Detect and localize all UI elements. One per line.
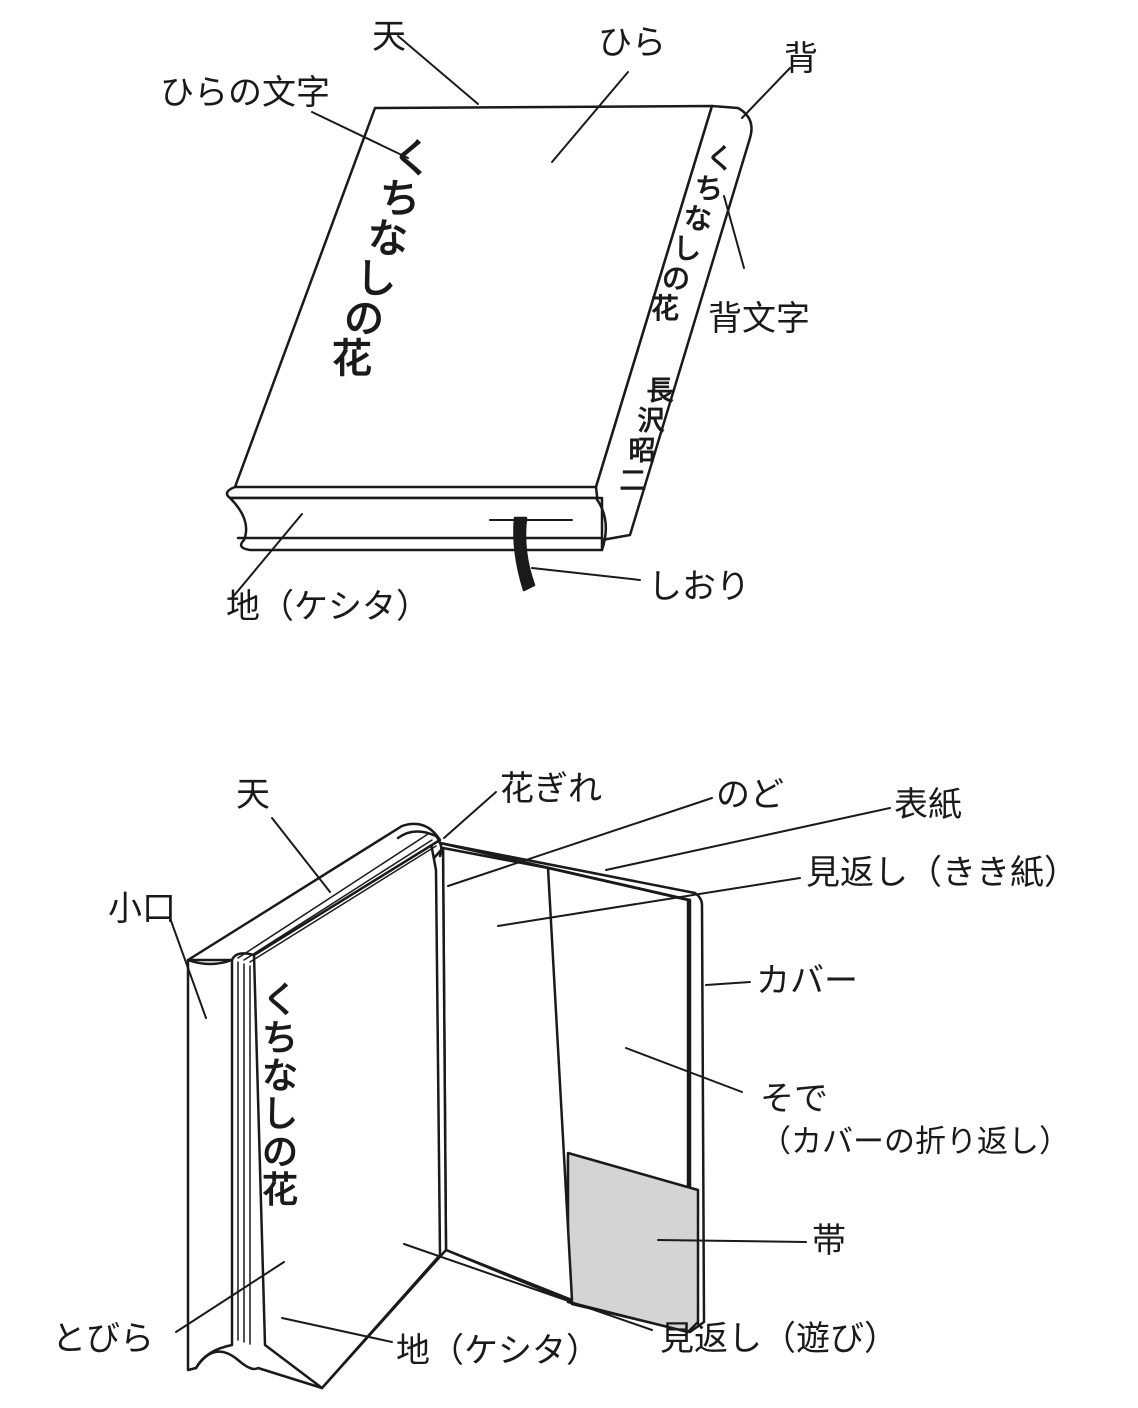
bottom-tobira-title-char: の — [262, 1131, 298, 1173]
spine — [594, 104, 753, 542]
top-spine-title-char: く — [706, 142, 734, 175]
bottom-edge — [228, 496, 604, 552]
label-ten-top: 天 — [372, 17, 406, 57]
bottom-spine-curl — [594, 496, 608, 552]
label-ji-bottom: 地（ケシタ） — [396, 1331, 600, 1371]
top-spine-author-char: 二 — [620, 466, 647, 497]
fore-edge — [186, 958, 234, 1372]
bottom-tobira-title-char: 花 — [262, 1169, 298, 1211]
top-spine-author-char: 長 — [647, 376, 675, 407]
label-shiori: しおり — [648, 567, 750, 607]
flyleaf-bottom — [444, 1248, 574, 1304]
top-spine-author: 長沢昭二 — [620, 376, 675, 497]
top-cover-title-char: く — [392, 135, 432, 182]
label-obi: 帯 — [812, 1221, 846, 1261]
top-spine-title-char: ち — [695, 172, 723, 205]
top-spine-title-char: な — [684, 202, 712, 235]
label-se-moji: 背文字 — [708, 299, 810, 339]
label-tobira: とびら — [52, 1319, 154, 1359]
label-sode: そで — [760, 1079, 828, 1119]
top-spine-author-char: 沢 — [638, 406, 666, 437]
label-hira: ひら — [598, 23, 666, 63]
top-cover-title: くちなしの花 — [332, 135, 432, 382]
bottom-tobira-title: くちなしの花 — [262, 979, 298, 1211]
headband — [396, 830, 443, 858]
top-cover-title-char: な — [368, 215, 408, 262]
bottom-tobira-title-char: く — [262, 979, 298, 1021]
bottom-leader-lines — [169, 791, 891, 1343]
top-cover-title-char: 花 — [332, 335, 372, 382]
label-hyoushi: 表紙 — [894, 785, 962, 825]
top-edge-page-3 — [249, 845, 437, 963]
top-edge-page-2 — [243, 839, 433, 961]
top-spine-title: くちなしの花 — [651, 142, 734, 325]
label-hira-moji: ひらの文字 — [160, 73, 330, 113]
top-spine-title-char: し — [673, 232, 701, 265]
label-ten-bottom: 天 — [236, 775, 270, 815]
top-edge-page-1 — [237, 833, 429, 959]
open-book — [186, 822, 706, 1390]
label-hanagire: 花ぎれ — [500, 769, 602, 809]
label-mikaeshi-asobi: 見返し（遊び） — [660, 1319, 898, 1359]
label-sode-note: （カバーの折り返し） — [760, 1124, 1070, 1160]
bottom-curl — [194, 1350, 324, 1390]
closed-book — [225, 104, 753, 592]
top-leader-lines — [231, 35, 791, 599]
top-cover-title-char: の — [344, 295, 384, 342]
label-se: 背 — [784, 39, 818, 79]
label-nodo: のど — [716, 775, 784, 815]
label-koguchi: 小口 — [108, 889, 176, 929]
bottom-tobira-title-char: な — [262, 1055, 298, 1097]
label-cover: カバー — [756, 961, 858, 1001]
top-cover-title-char: し — [356, 255, 396, 302]
bookmark-ribbon — [513, 516, 536, 592]
bottom-tobira-title-char: ち — [262, 1017, 298, 1059]
top-cover-title-char: ち — [380, 175, 420, 222]
top-spine-author-char: 昭 — [629, 436, 656, 467]
label-mikaeshi-kikigami: 見返し（きき紙） — [806, 853, 1078, 893]
bottom-board-edge — [225, 485, 598, 500]
top-spine-title-char: 花 — [651, 292, 679, 325]
label-ji-top: 地（ケシタ） — [226, 587, 430, 627]
bottom-tobira-title-char: し — [262, 1093, 298, 1135]
top-spine-title-char: の — [662, 262, 690, 295]
top-edge — [186, 822, 442, 962]
